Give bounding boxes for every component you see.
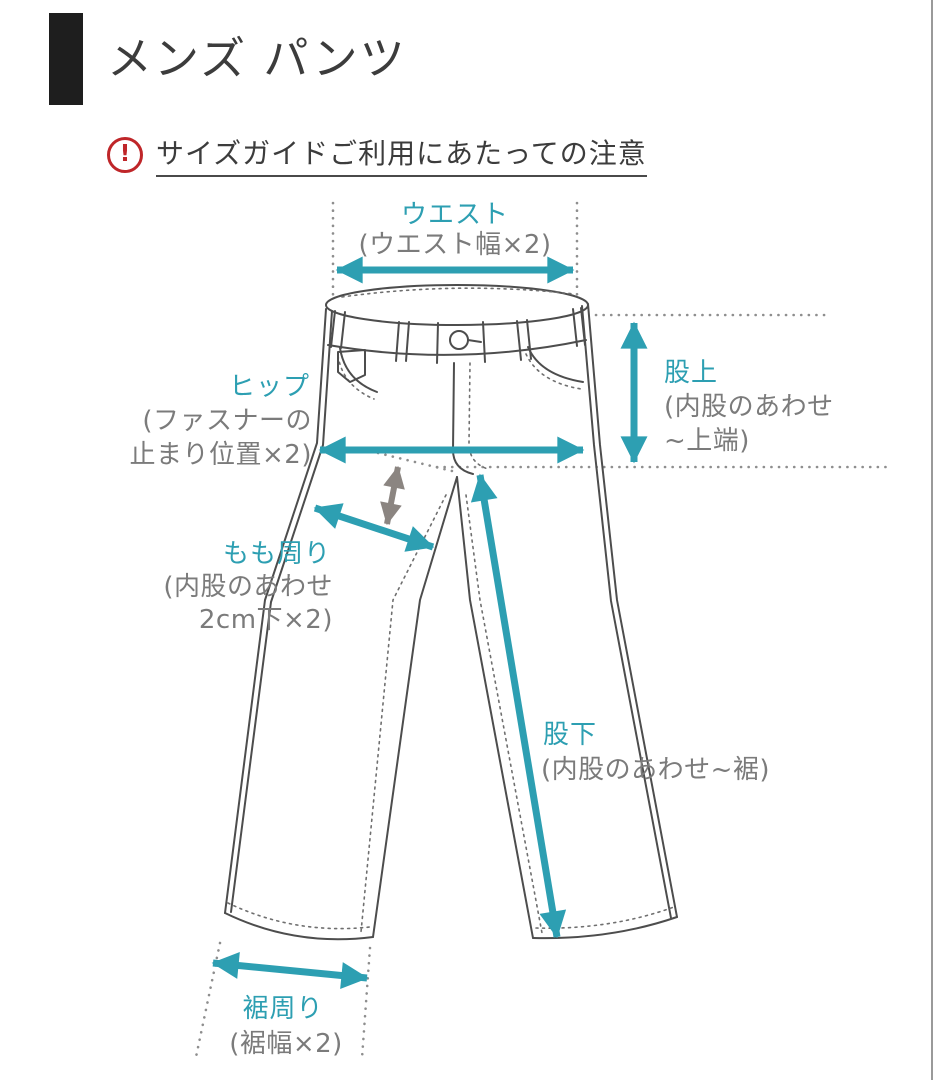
hem-label: 裾周り [242, 994, 323, 1024]
hem-arrow [211, 952, 369, 989]
belt-loops [330, 307, 586, 362]
inseam-sublabel: (内股のあわせ~裾) [541, 755, 770, 785]
hem-guide-right [360, 946, 372, 1060]
right-pocket [525, 346, 584, 390]
page-title: メンズ パンツ [107, 32, 407, 85]
waist-opening [325, 284, 589, 326]
pants-measurement-diagram: ウエスト (ウエスト幅×2) 股上 (内股のあわせ ~上端) ヒップ (ファスナ… [0, 195, 934, 1080]
page-right-border [931, 0, 933, 1080]
waistband-stitching [341, 287, 575, 298]
alert-circle-icon: ! [107, 136, 143, 173]
hip-label: ヒップ [229, 372, 310, 402]
page-header: メンズ パンツ [0, 0, 934, 105]
inner-seams [360, 476, 543, 939]
title-accent-bar [49, 13, 83, 105]
thigh-offset-arrow [380, 465, 405, 526]
rise-sublabel-1: (内股のあわせ [664, 392, 834, 422]
notice-link[interactable]: サイズガイドご利用にあたっての注意 [156, 132, 647, 177]
waist-label: ウエスト [401, 200, 509, 230]
thigh-guide-slant [376, 451, 454, 473]
waist-sublabel: (ウエスト幅×2) [358, 230, 551, 260]
hip-sublabel-1: (ファスナーの [142, 406, 312, 436]
button-placket [436, 321, 486, 364]
fly-seam [452, 362, 489, 475]
thigh-sublabel-2: 2cm下×2) [199, 605, 333, 635]
thigh-sublabel-1: (内股のあわせ [163, 572, 333, 602]
button-icon [449, 330, 469, 350]
hems [224, 902, 678, 941]
rise-label: 股上 [664, 358, 718, 388]
waistband-bottom-seam [327, 339, 587, 356]
hip-sublabel-2: 止まり位置×2) [130, 440, 312, 470]
outer-seams [224, 303, 678, 919]
pants-diagram-svg: ウエスト (ウエスト幅×2) 股上 (内股のあわせ ~上端) ヒップ (ファスナ… [130, 200, 890, 1060]
inseam-arrow [470, 473, 567, 939]
hem-sublabel: (裾幅×2) [229, 1029, 343, 1059]
measurement-arrows [211, 256, 648, 989]
size-guide-notice[interactable]: ! サイズガイドご利用にあたっての注意 [107, 132, 934, 177]
measurement-labels: ウエスト (ウエスト幅×2) 股上 (内股のあわせ ~上端) ヒップ (ファスナ… [130, 200, 834, 1059]
inseam-label: 股下 [543, 720, 597, 750]
thigh-label: もも周り [223, 539, 331, 569]
left-pocket [337, 347, 378, 400]
thigh-arrow [313, 503, 435, 552]
rise-sublabel-2: ~上端) [664, 426, 750, 456]
